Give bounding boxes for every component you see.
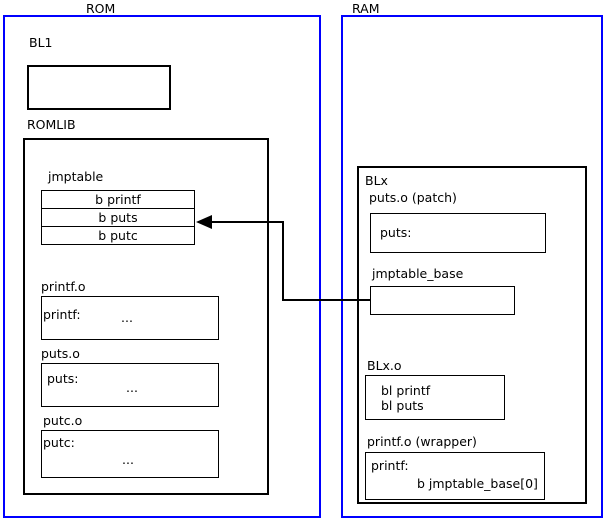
blx-o-label: BLx.o [367, 358, 402, 373]
putc-o-label: putc.o [43, 413, 83, 428]
printf-wrapper-symbol: printf: [371, 458, 409, 473]
jmptable-box: b printf b puts b putc [41, 190, 195, 246]
puts-patch-symbol: puts: [380, 225, 412, 240]
puts-o-box: puts: ... [41, 363, 219, 407]
puts-o-body: ... [126, 380, 138, 395]
printf-o-body: ... [121, 310, 133, 325]
puts-patch-box: puts: [370, 213, 546, 253]
bl1-label: BL1 [29, 35, 53, 50]
romlib-label: ROMLIB [27, 117, 76, 132]
printf-o-box: printf: ... [41, 296, 219, 340]
blx-o-box: bl printf bl puts [365, 375, 505, 420]
jmptable-label: jmptable [48, 169, 104, 184]
printf-o-symbol: printf: [43, 307, 81, 322]
puts-o-symbol: puts: [47, 371, 79, 386]
jmptable-row-2: b putc [41, 226, 195, 245]
puts-o-label: puts.o [41, 346, 80, 361]
jmptable-row-0: b printf [41, 190, 195, 209]
ram-region [341, 15, 603, 518]
blx-label: BLx [365, 173, 388, 188]
putc-o-box: putc: ... [41, 430, 219, 478]
printf-wrapper-instruction: b jmptable_base[0] [417, 476, 538, 491]
puts-patch-label: puts.o (patch) [369, 190, 457, 205]
jmptable-base-box [370, 286, 515, 315]
ram-region-label: RAM [352, 1, 380, 16]
printf-wrapper-box: printf: b jmptable_base[0] [365, 452, 545, 500]
bl1-box [27, 65, 171, 110]
rom-region-label: ROM [86, 1, 116, 16]
putc-o-symbol: putc: [43, 435, 75, 450]
printf-wrapper-label: printf.o (wrapper) [367, 434, 477, 449]
putc-o-body: ... [122, 452, 134, 467]
blx-o-line-1: bl printf [381, 383, 431, 398]
printf-o-label: printf.o [41, 279, 86, 294]
jmptable-base-label: jmptable_base [372, 266, 464, 281]
rom-region [3, 15, 321, 518]
blx-o-line-2: bl puts [381, 398, 424, 413]
